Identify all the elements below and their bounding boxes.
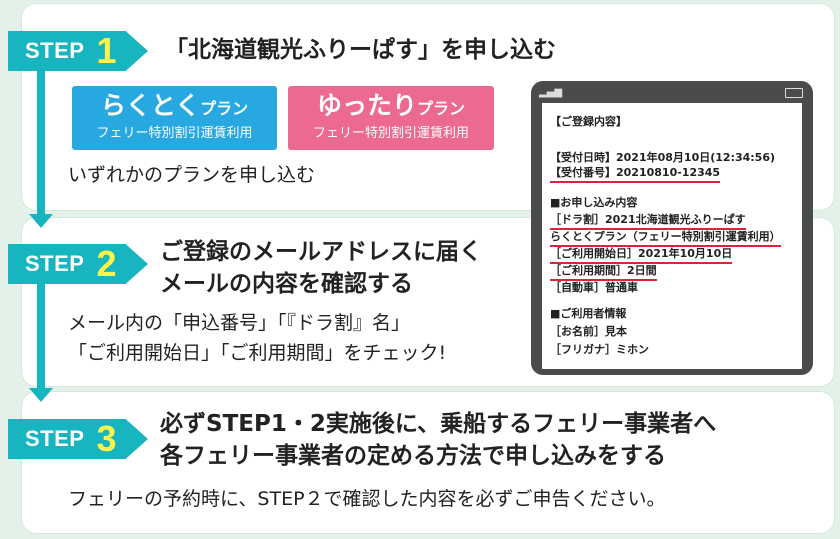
step-number: 2: [96, 243, 117, 284]
step2-body-line1: メール内の「申込番号」「『ドラ割』名」: [68, 312, 411, 334]
step1-body: いずれかのプランを申し込む: [68, 164, 316, 186]
step-number: 3: [96, 418, 117, 459]
step-label: STEP: [25, 426, 85, 451]
plan-subtitle: フェリー特別割引運賃利用: [312, 126, 469, 141]
step2-title-line2: メールの内容を確認する: [160, 271, 413, 297]
step3-card: [22, 392, 834, 533]
email-line-application-number: 【受付番号】20210810-12345: [550, 166, 721, 183]
plan-rakutoku[interactable]: らくとくプラン フェリー特別割引運賃利用: [72, 86, 277, 150]
arrow-down-icon: [37, 70, 45, 216]
arrow-down-icon: [37, 284, 45, 390]
phone-mockup: ▂▄▆ 【ご登録内容】 【受付日時】2021年08月10日(12:34:56) …: [531, 81, 813, 375]
email-section-application: ■お申し込み内容: [550, 196, 638, 209]
plan-subtitle: フェリー特別割引運賃利用: [96, 126, 253, 141]
email-header: 【ご登録内容】: [550, 115, 627, 128]
arrow-head-icon: [29, 214, 53, 228]
email-line-start-date: ［ご利用開始日］2021年10月10日: [550, 247, 733, 264]
step3-title-line2: 各フェリー事業者の定める方法で申し込みをする: [160, 443, 666, 469]
plan-name-suffix: プラン: [200, 99, 249, 118]
email-line-name: ［お名前］見本: [550, 325, 627, 338]
step2-tab: STEP 2: [8, 244, 148, 284]
step-label: STEP: [25, 251, 85, 276]
plan-name-main: ゆったり: [316, 91, 417, 120]
email-line-received-time: 【受付日時】2021年08月10日(12:34:56): [550, 151, 776, 164]
plan-name-suffix: プラン: [417, 99, 466, 118]
step-number: 1: [96, 30, 117, 71]
email-screen: 【ご登録内容】 【受付日時】2021年08月10日(12:34:56) 【受付番…: [542, 103, 802, 369]
step3-tab: STEP 3: [8, 419, 148, 459]
step2-title-line1: ご登録のメールアドレスに届く: [160, 239, 482, 265]
step3-title-line1: 必ずSTEP1・2実施後に、乗船するフェリー事業者へ: [160, 411, 717, 437]
step1-title: 「北海道観光ふりーぱす」を申し込む: [165, 37, 556, 63]
email-line-plan: らくとくプラン（フェリー特別割引運賃利用）: [550, 230, 781, 247]
battery-icon: [785, 88, 803, 98]
email-line-doraware: ［ドラ割］2021北海道観光ふりーぱす: [550, 213, 746, 230]
step3-body: フェリーの予約時に、STEP２で確認した内容を必ずご申告ください。: [68, 488, 666, 510]
arrow-head-icon: [29, 388, 53, 402]
plan-name: らくとくプラン: [72, 91, 277, 124]
step2-body-line2: 「ご利用開始日」「ご利用期間」をチェック!: [68, 342, 447, 364]
plan-name-main: らくとく: [100, 91, 201, 120]
email-line-vehicle: ［自動車］普通車: [550, 281, 638, 294]
step1-tab: STEP 1: [8, 31, 148, 71]
signal-icon: ▂▄▆: [539, 87, 563, 98]
step-label: STEP: [25, 38, 85, 63]
email-section-user: ■ご利用者情報: [550, 307, 627, 320]
email-line-period: ［ご利用期間］2日間: [550, 264, 657, 281]
email-line-furigana: ［フリガナ］ミホン: [550, 343, 649, 356]
plan-yuttari[interactable]: ゆったりプラン フェリー特別割引運賃利用: [288, 86, 494, 150]
plan-name: ゆったりプラン: [288, 91, 494, 124]
